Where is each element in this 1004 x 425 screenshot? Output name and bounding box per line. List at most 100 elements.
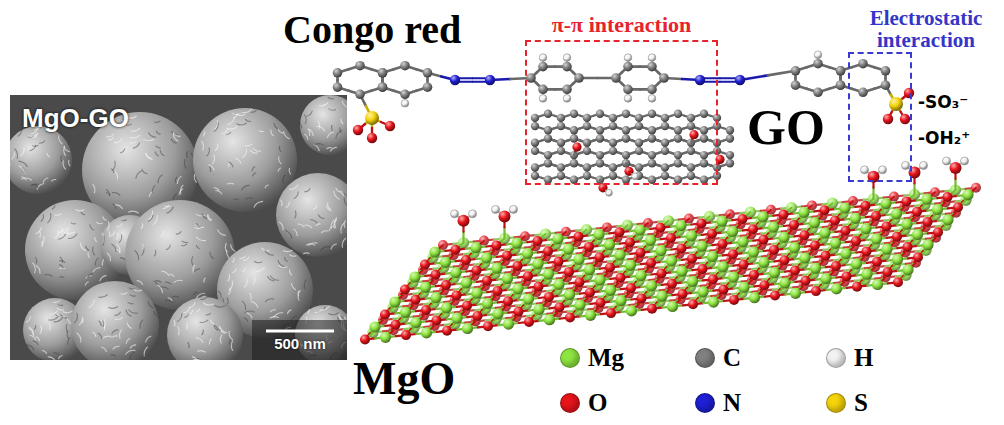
petal (102, 321, 103, 327)
nanoflower (300, 95, 347, 155)
bond (379, 320, 383, 324)
mgo-plane (367, 183, 981, 338)
petal (59, 276, 64, 278)
petal (119, 330, 121, 339)
bond (583, 230, 587, 234)
petal (33, 263, 36, 274)
petal (289, 168, 291, 174)
bond (501, 261, 505, 265)
petal (160, 150, 164, 156)
petal (18, 127, 22, 137)
petal (165, 282, 171, 284)
petal (175, 177, 177, 183)
petal (142, 169, 148, 174)
petal (206, 313, 211, 315)
petal (270, 276, 279, 281)
petal (265, 250, 274, 255)
petal (155, 151, 159, 156)
petal (328, 109, 336, 111)
petal (108, 307, 118, 309)
petal (344, 220, 345, 227)
atom (622, 220, 633, 231)
petal (197, 223, 201, 227)
bond (389, 308, 393, 312)
bond (511, 249, 515, 253)
petal (77, 333, 81, 343)
bond (471, 299, 475, 303)
petal (98, 333, 102, 339)
petal (42, 351, 47, 354)
petal (253, 277, 255, 285)
bond (554, 313, 558, 317)
petal (313, 205, 317, 210)
petal (318, 214, 324, 218)
petal (196, 338, 204, 343)
petal (142, 244, 144, 249)
petal (188, 342, 190, 348)
petal (128, 116, 136, 118)
bond (492, 319, 496, 323)
petal (341, 119, 343, 124)
petal (209, 339, 211, 345)
petal (177, 313, 182, 322)
mgo-plane (360, 188, 976, 345)
sem-image (10, 95, 347, 360)
petal (315, 309, 324, 312)
petal (119, 234, 122, 242)
petal (210, 320, 216, 325)
petal (106, 134, 114, 137)
petal (232, 258, 234, 263)
petal (107, 221, 109, 231)
bond (502, 284, 506, 288)
petal (113, 161, 116, 170)
bond (409, 283, 413, 287)
petal (63, 311, 73, 313)
petal (174, 320, 175, 326)
petal (320, 247, 330, 251)
bond (431, 326, 435, 330)
petal (109, 231, 110, 237)
petal (166, 245, 170, 250)
petal (295, 211, 297, 219)
petal (30, 335, 36, 340)
petal (244, 279, 247, 287)
petal (290, 269, 293, 275)
petal (304, 115, 306, 125)
petal (68, 234, 77, 239)
petal (29, 326, 34, 335)
petal (163, 205, 169, 209)
petal (217, 230, 225, 236)
petal (128, 302, 134, 304)
petal (251, 301, 258, 307)
petal (270, 310, 276, 312)
bond (552, 244, 556, 248)
petal (116, 244, 120, 253)
petal (214, 122, 218, 132)
petal (158, 175, 162, 184)
bond (542, 234, 546, 238)
petal (122, 220, 127, 221)
petal (174, 280, 183, 282)
petal (154, 250, 156, 257)
petal (271, 130, 274, 136)
petal (88, 253, 89, 258)
petal (314, 144, 320, 151)
petal (114, 139, 122, 143)
petal (79, 319, 82, 325)
petal (229, 331, 233, 340)
petal (304, 188, 310, 192)
petal (106, 189, 110, 196)
bond (439, 245, 443, 249)
bond (420, 316, 424, 320)
petal (179, 189, 183, 195)
bond (624, 248, 628, 252)
bond (614, 238, 618, 242)
petal (321, 231, 328, 233)
bond (523, 305, 527, 309)
petal (86, 246, 90, 251)
petal (148, 132, 156, 137)
atom (438, 240, 448, 250)
petal (232, 269, 236, 273)
petal (129, 288, 135, 289)
petal (253, 173, 257, 177)
